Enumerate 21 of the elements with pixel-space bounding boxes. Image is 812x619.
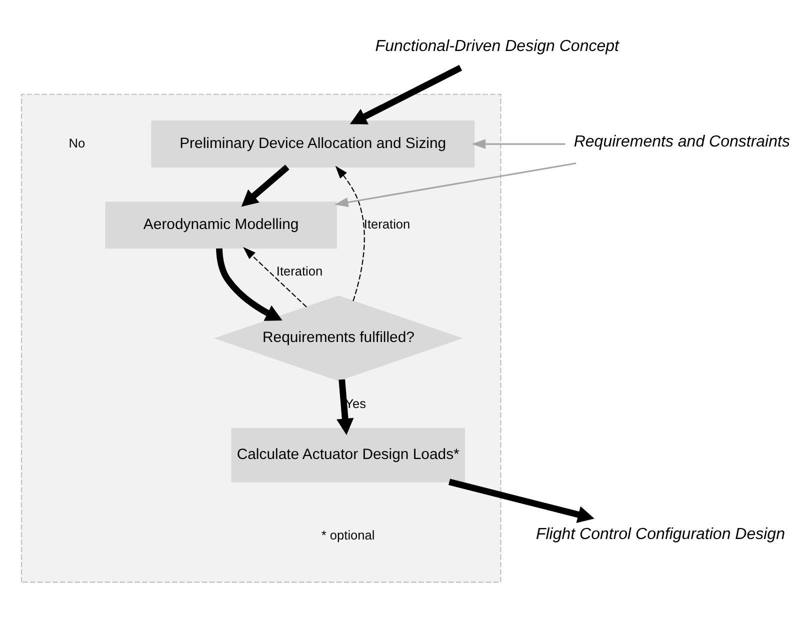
node-text: Requirements and Constraints [574,133,790,150]
edge-label: Iteration [276,262,323,278]
cluster [20,93,502,582]
arrow [243,246,307,307]
node-text: Flight Control Configuration Design [536,525,785,542]
node-box: Preliminary Device Allocation and Sizing [151,120,475,167]
arrow [350,64,462,124]
label: * optional [321,527,375,542]
node-box: Aerodynamic Modelling [105,201,337,248]
node-box: Calculate Actuator Design Loads* [231,427,465,482]
arrow [216,248,282,320]
arrow [336,378,354,435]
edge-label: Iteration [364,216,410,231]
arrow [448,478,594,522]
label: No [68,134,86,150]
arrow [472,138,566,148]
arrow [241,164,290,206]
node-diamond: Requirements fulfilled? [214,295,463,381]
arrow [335,165,365,301]
arrow [334,162,576,207]
node-text: Functional-Driven Design Concept [375,38,619,55]
